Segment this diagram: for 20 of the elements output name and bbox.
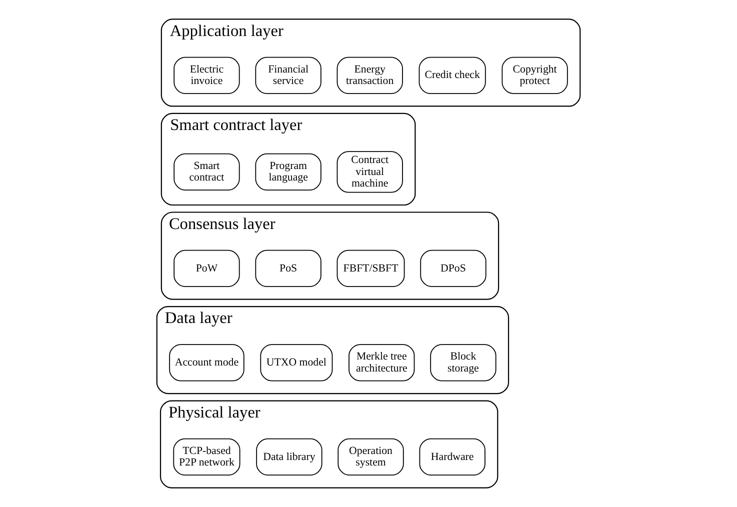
node-box: Merkle tree architecture bbox=[348, 344, 415, 382]
node-box: Account mode bbox=[169, 344, 244, 382]
node-box: Program language bbox=[255, 153, 322, 191]
node-box: PoW bbox=[174, 250, 240, 288]
node-box: Financial service bbox=[255, 56, 322, 94]
node-box: Smart contract bbox=[174, 153, 240, 191]
node-box: Copyright protect bbox=[502, 56, 568, 94]
node-box: Data library bbox=[256, 438, 322, 476]
node-box: TCP-based P2P network bbox=[173, 438, 240, 476]
node-box: Operation system bbox=[338, 438, 404, 476]
node-box: Block storage bbox=[430, 344, 496, 382]
node-box: Credit check bbox=[418, 56, 486, 94]
node-box: Energy transaction bbox=[336, 56, 403, 94]
node-box: UTXO model bbox=[260, 344, 333, 382]
node-box: Contract virtual machine bbox=[336, 151, 403, 193]
node-box: DPoS bbox=[420, 250, 486, 288]
node-box: FBFT/SBFT bbox=[336, 250, 405, 288]
node-box: PoS bbox=[255, 250, 322, 288]
node-box: Electric invoice bbox=[174, 56, 240, 94]
node-box: Hardware bbox=[419, 438, 486, 476]
